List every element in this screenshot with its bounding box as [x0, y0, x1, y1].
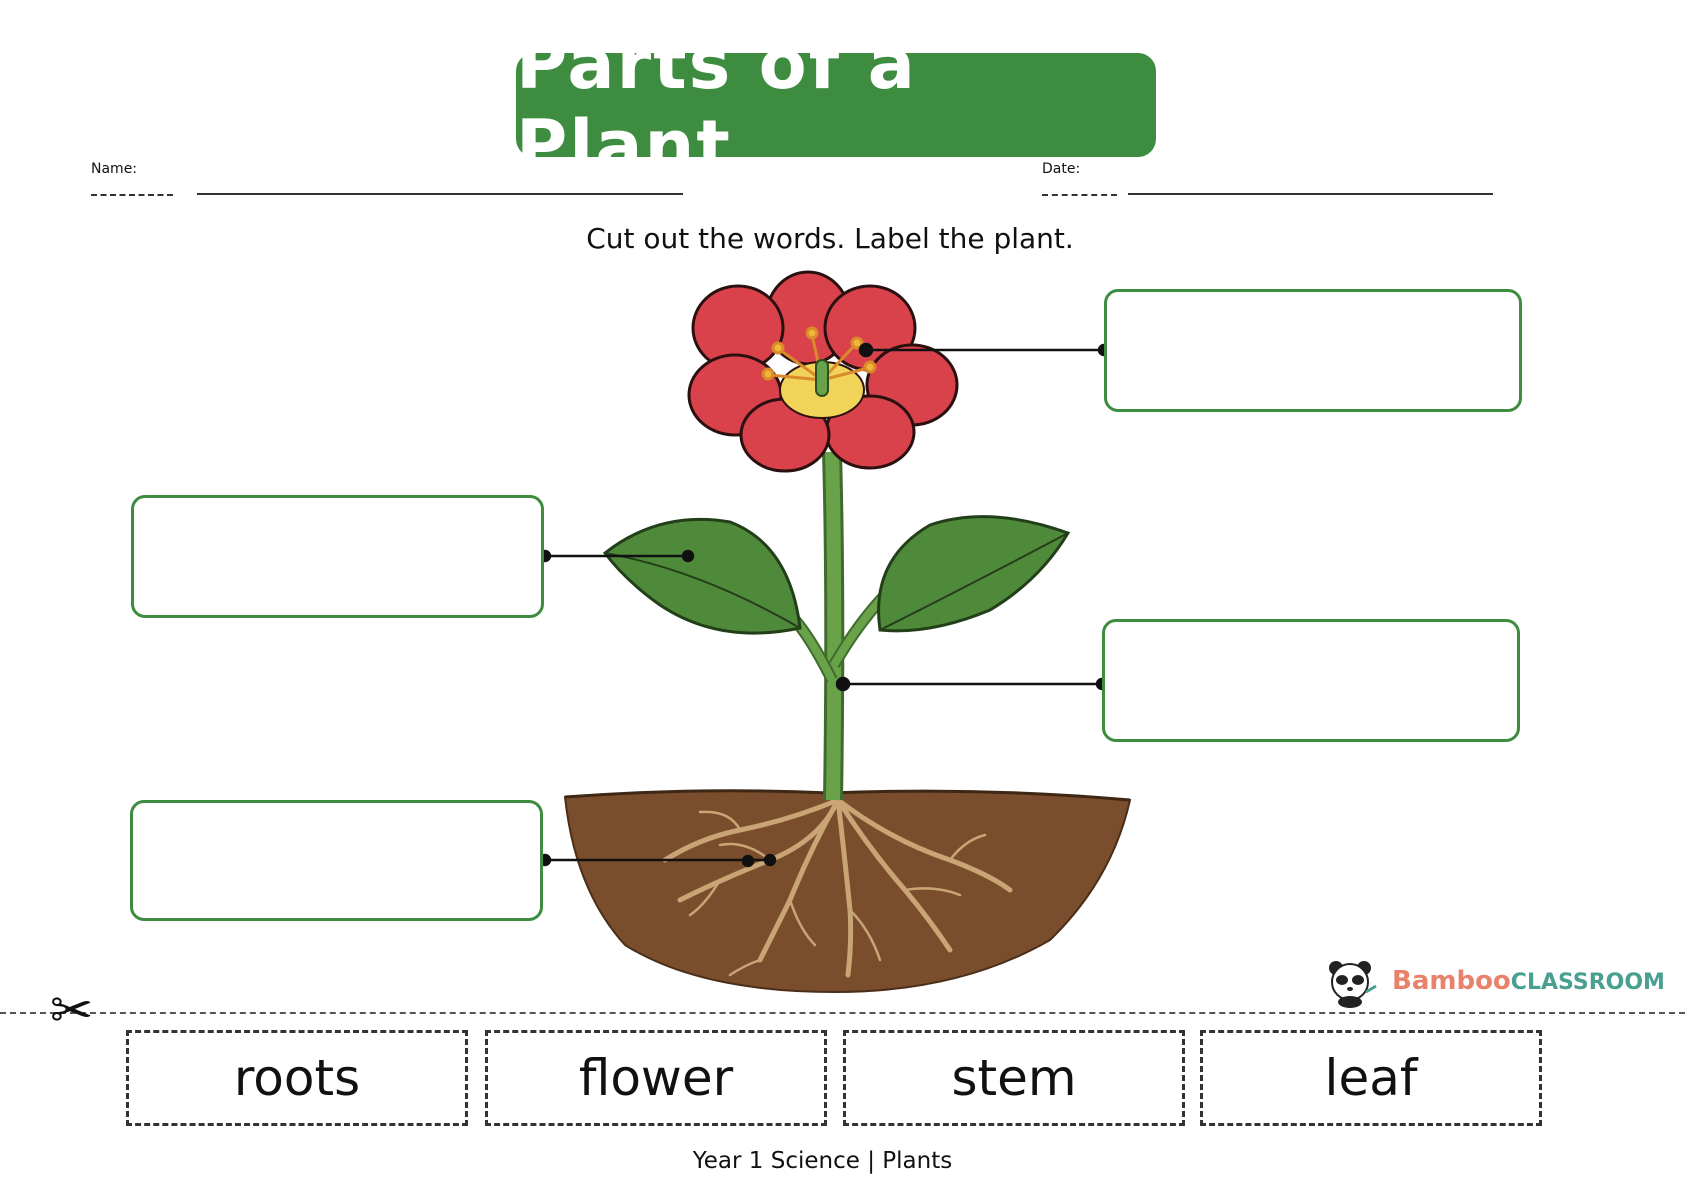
word-card-leaf[interactable]: leaf	[1200, 1030, 1542, 1126]
name-dash	[91, 194, 173, 196]
panda-icon	[1329, 961, 1377, 1008]
word-card-flower[interactable]: flower	[485, 1030, 827, 1126]
right-leaf-drawing	[877, 515, 1071, 633]
word-card-stem[interactable]: stem	[843, 1030, 1185, 1126]
label-box-leaf[interactable]	[131, 495, 544, 618]
name-label: Name:	[91, 161, 138, 177]
name-line[interactable]	[197, 193, 683, 195]
brand-name-part2: CLASSROOM	[1510, 970, 1665, 995]
brand-logo: BambooCLASSROOM	[1322, 958, 1665, 1008]
date-label: Date:	[1042, 161, 1081, 177]
word-card-roots[interactable]: roots	[126, 1030, 468, 1126]
footer-text: Year 1 Science | Plants	[692, 1148, 953, 1174]
flower-drawing	[687, 270, 959, 473]
cut-line	[0, 1012, 1685, 1014]
left-leaf-drawing	[602, 517, 802, 635]
label-box-stem[interactable]	[1102, 619, 1520, 742]
scissors-icon: ✂	[50, 981, 94, 1041]
brand-name: BambooCLASSROOM	[1392, 966, 1665, 996]
date-line[interactable]	[1128, 193, 1493, 195]
instruction-text: Cut out the words. Label the plant.	[586, 222, 1074, 255]
label-box-flower[interactable]	[1104, 289, 1522, 412]
brand-name-part1: Bamboo	[1392, 966, 1511, 996]
label-box-roots[interactable]	[130, 800, 543, 921]
date-dash	[1042, 194, 1117, 196]
